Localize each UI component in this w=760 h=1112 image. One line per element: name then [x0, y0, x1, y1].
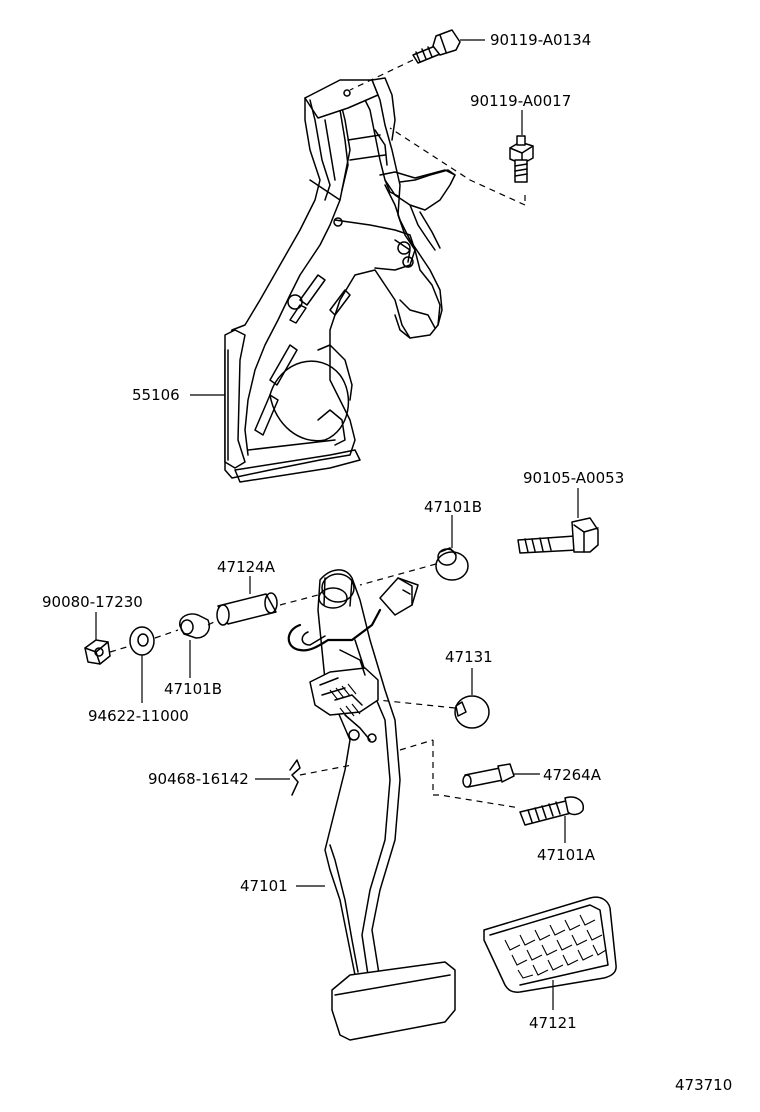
label-47124A: 47124A: [217, 558, 276, 576]
dash-top-bolt: [349, 59, 414, 91]
pedal-foot: [331, 961, 456, 1041]
washer-94622-11000: [129, 626, 155, 656]
label-90119-A0134: 90119-A0134: [490, 31, 591, 49]
label-47131: 47131: [445, 648, 493, 666]
pedal-bracket: [224, 77, 456, 483]
label-55106: 55106: [132, 386, 180, 404]
figure-number: 473710: [675, 1076, 732, 1094]
label-47121: 47121: [529, 1014, 577, 1032]
label-90080-17230: 90080-17230: [42, 593, 143, 611]
label-94622-11000: 94622-11000: [88, 707, 189, 725]
bushing-47101B-left: [179, 613, 210, 639]
label-47101: 47101: [240, 877, 288, 895]
cushion-47131: [454, 695, 490, 729]
label-47101A: 47101A: [537, 846, 596, 864]
bolt-90119-A0134: [412, 29, 461, 64]
label-90105-A0053: 90105-A0053: [523, 469, 624, 487]
label-47264A: 47264A: [543, 766, 602, 784]
pedal-arm: [287, 569, 419, 986]
clip-90468-16142: [289, 759, 301, 796]
label-90119-A0017: 90119-A0017: [470, 92, 571, 110]
collar-47124A: [216, 592, 278, 626]
spring-47101A: [519, 796, 584, 826]
label-47101B-left: 47101B: [164, 680, 222, 698]
label-47101B-right: 47101B: [424, 498, 482, 516]
leader-lines: [95, 39, 579, 1010]
bushing-47101B-right: [435, 547, 469, 581]
bolt-90105-A0053: [517, 517, 599, 554]
dash-side-bolt: [389, 127, 526, 206]
pin-47264A: [462, 763, 515, 788]
part-labels: 90119-A0134 90119-A0017 55106 90105-A005…: [42, 31, 732, 1094]
bolt-90119-A0017: [509, 135, 534, 183]
pedal-pad-47121: [483, 896, 617, 993]
nut-90080-17230: [84, 639, 111, 665]
label-90468-16142: 90468-16142: [148, 770, 249, 788]
